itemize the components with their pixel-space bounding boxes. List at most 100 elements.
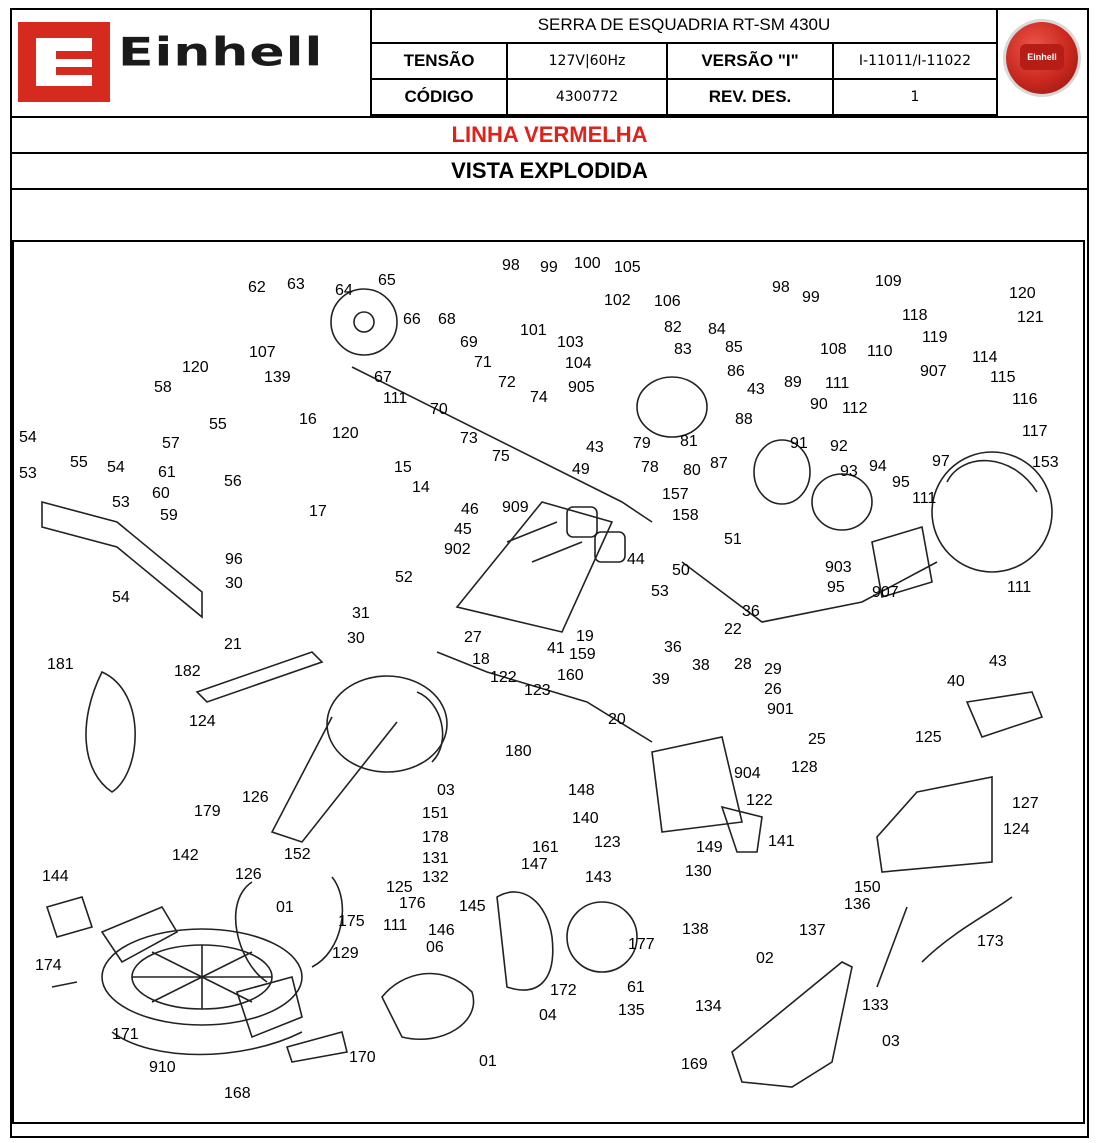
part-callout: 25 <box>808 731 826 748</box>
part-callout: 130 <box>685 863 712 880</box>
part-callout: 176 <box>399 895 426 912</box>
part-callout: 123 <box>524 682 551 699</box>
service-seal-text: Einhell <box>1027 52 1057 62</box>
part-callout: 151 <box>422 805 449 822</box>
part-callout: 82 <box>664 319 682 336</box>
part-callout: 73 <box>460 430 478 447</box>
part-callout: 108 <box>820 341 847 358</box>
part-callout: 59 <box>160 507 178 524</box>
part-callout: 90 <box>810 396 828 413</box>
part-callout: 79 <box>633 435 651 452</box>
part-callout: 78 <box>641 459 659 476</box>
part-callout: 68 <box>438 311 456 328</box>
part-callout: 26 <box>764 681 782 698</box>
part-callout: 88 <box>735 411 753 428</box>
part-callout: 161 <box>532 839 559 856</box>
versao-label: VERSÃO "I" <box>668 44 834 80</box>
part-callout: 55 <box>70 454 88 471</box>
part-callout: 99 <box>802 289 820 306</box>
part-callout: 01 <box>479 1053 497 1070</box>
part-callout: 111 <box>383 390 407 407</box>
part-callout: 142 <box>172 847 199 864</box>
part-callout: 15 <box>394 459 412 476</box>
part-callout: 111 <box>1007 579 1031 596</box>
part-callout: 144 <box>42 868 69 885</box>
part-callout: 65 <box>378 272 396 289</box>
part-callout: 132 <box>422 869 449 886</box>
part-callout: 150 <box>854 879 881 896</box>
part-callout: 94 <box>869 458 887 475</box>
part-callout: 149 <box>696 839 723 856</box>
part-callout: 138 <box>682 921 709 938</box>
part-callout: 22 <box>724 621 742 638</box>
part-callout: 04 <box>539 1007 557 1024</box>
part-callout: 145 <box>459 898 486 915</box>
part-callout: 43 <box>586 439 604 456</box>
part-callout: 160 <box>557 667 584 684</box>
part-callout: 80 <box>683 462 701 479</box>
part-callout: 58 <box>154 379 172 396</box>
part-callout: 116 <box>1012 391 1038 408</box>
part-callout: 03 <box>882 1033 900 1050</box>
part-callout: 43 <box>747 381 765 398</box>
part-callout: 66 <box>403 311 421 328</box>
part-callout: 16 <box>299 411 317 428</box>
part-callout: 28 <box>734 656 752 673</box>
part-callout: 120 <box>182 359 209 376</box>
part-callout: 01 <box>276 899 294 916</box>
part-callout: 117 <box>1022 423 1048 440</box>
part-callout: 21 <box>224 636 242 653</box>
exploded-view-diagram: 98 99 100 105 62 63 64 65 102 106 98 99 … <box>12 240 1085 1124</box>
part-callout: 119 <box>922 329 948 346</box>
part-callout: 172 <box>550 982 577 999</box>
part-callout: 43 <box>989 653 1007 670</box>
part-callout: 124 <box>1003 821 1030 838</box>
part-callout: 40 <box>947 673 965 690</box>
part-callout: 141 <box>768 833 795 850</box>
header: Einhell SERRA DE ESQUADRIA RT-SM 430U TE… <box>10 8 1089 116</box>
part-callout: 100 <box>574 255 601 272</box>
part-callout: 36 <box>742 603 760 620</box>
part-callout: 904 <box>734 765 761 782</box>
part-callout: 158 <box>672 507 699 524</box>
part-callout: 178 <box>422 829 449 846</box>
part-callout: 57 <box>162 435 180 452</box>
part-callout: 104 <box>565 355 592 372</box>
brand-logo-cell: Einhell <box>10 8 372 116</box>
brand-logo-icon <box>18 22 110 102</box>
part-callout: 54 <box>107 459 125 476</box>
part-callout: 64 <box>335 282 353 299</box>
part-callouts: 98 99 100 105 62 63 64 65 102 106 98 99 … <box>19 255 1059 1102</box>
part-callout: 30 <box>347 630 365 647</box>
part-callout: 95 <box>827 579 845 596</box>
part-callout: 69 <box>460 334 478 351</box>
codigo-value: 4300772 <box>508 80 668 116</box>
part-callout: 111 <box>912 490 936 507</box>
part-callout: 110 <box>867 343 893 360</box>
part-callout: 907 <box>920 363 947 380</box>
part-callout: 84 <box>708 321 726 338</box>
part-callout: 143 <box>585 869 612 886</box>
part-callout: 60 <box>152 485 170 502</box>
part-callout: 19 <box>576 628 594 645</box>
part-callout: 03 <box>437 782 455 799</box>
part-callout: 72 <box>498 374 516 391</box>
part-callout: 109 <box>875 273 902 290</box>
part-callout: 131 <box>422 850 449 867</box>
part-callout: 53 <box>112 494 130 511</box>
part-callout: 168 <box>224 1085 251 1102</box>
part-callout: 98 <box>772 279 790 296</box>
part-callout: 38 <box>692 657 710 674</box>
part-callout: 85 <box>725 339 743 356</box>
part-callout: 125 <box>386 879 413 896</box>
info-grid: SERRA DE ESQUADRIA RT-SM 430U TENSÃO 127… <box>372 8 998 116</box>
part-callout: 101 <box>520 322 547 339</box>
part-callout: 63 <box>287 276 305 293</box>
part-callout: 70 <box>430 401 448 418</box>
part-callout: 135 <box>618 1002 645 1019</box>
part-callout: 112 <box>842 400 868 417</box>
part-callout: 170 <box>349 1049 376 1066</box>
part-callout: 98 <box>502 257 520 274</box>
part-callout: 909 <box>502 499 529 516</box>
part-callout: 36 <box>664 639 682 656</box>
